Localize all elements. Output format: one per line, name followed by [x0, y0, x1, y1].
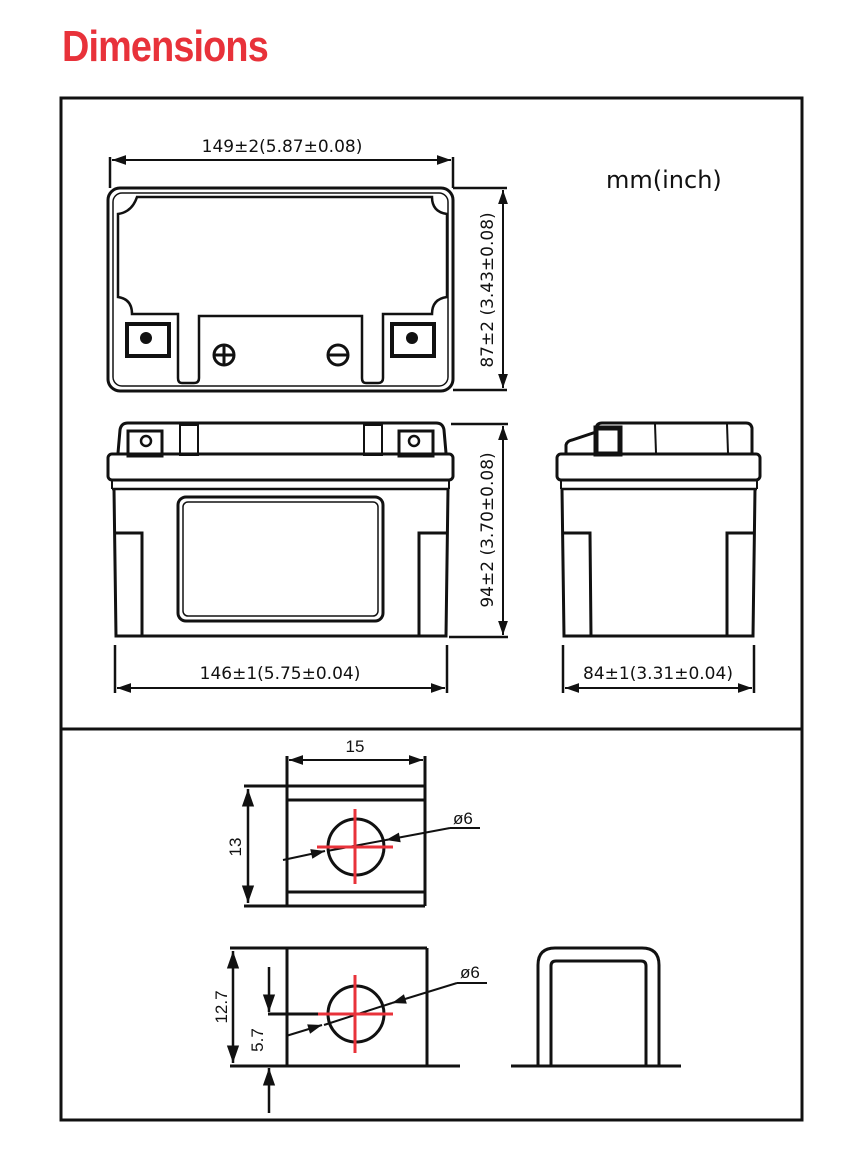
centerline-cross	[317, 809, 393, 884]
side-width-label: 84±1(3.31±0.04)	[583, 664, 733, 684]
page-title: Dimensions	[62, 22, 269, 71]
terminal-side-height-label: 12.7	[212, 990, 231, 1023]
top-width-dimension	[108, 155, 455, 188]
front-height-label: 94±2 (3.70±0.08)	[478, 452, 498, 607]
drawing-frame	[59, 96, 804, 1122]
positive-terminal-icon	[212, 343, 236, 367]
battery-front-view	[106, 421, 455, 638]
terminal-bolt-icon	[140, 332, 152, 344]
battery-top-view	[106, 186, 455, 393]
terminal-width-label: 15	[346, 737, 365, 756]
terminal-bent-profile	[511, 946, 681, 1068]
side-width-dimension	[561, 645, 756, 693]
terminal-hole-icon	[139, 434, 153, 448]
front-width-label: 146±1(5.75±0.04)	[200, 664, 361, 684]
terminal-hole-icon	[407, 434, 421, 448]
hole-leader-line	[285, 982, 487, 1037]
terminal-front-detail	[244, 756, 427, 908]
top-depth-label: 87±2 (3.43±0.08)	[478, 212, 498, 367]
units-label: mm(inch)	[606, 166, 722, 194]
terminal-hole-label: ø6	[453, 809, 473, 828]
terminal-side-hole-label: ø6	[460, 963, 480, 982]
top-depth-dimension	[453, 186, 508, 392]
terminal-height-label: 13	[226, 838, 245, 857]
battery-side-view	[555, 421, 762, 638]
terminal-bolt-icon	[406, 332, 418, 344]
hole-offset-label: 5.7	[248, 1028, 267, 1052]
negative-terminal-icon	[326, 343, 350, 367]
centerline-cross	[318, 975, 393, 1053]
top-width-label: 149±2(5.87±0.08)	[202, 137, 363, 157]
front-width-dimension	[113, 645, 449, 693]
front-height-dimension	[449, 422, 508, 639]
